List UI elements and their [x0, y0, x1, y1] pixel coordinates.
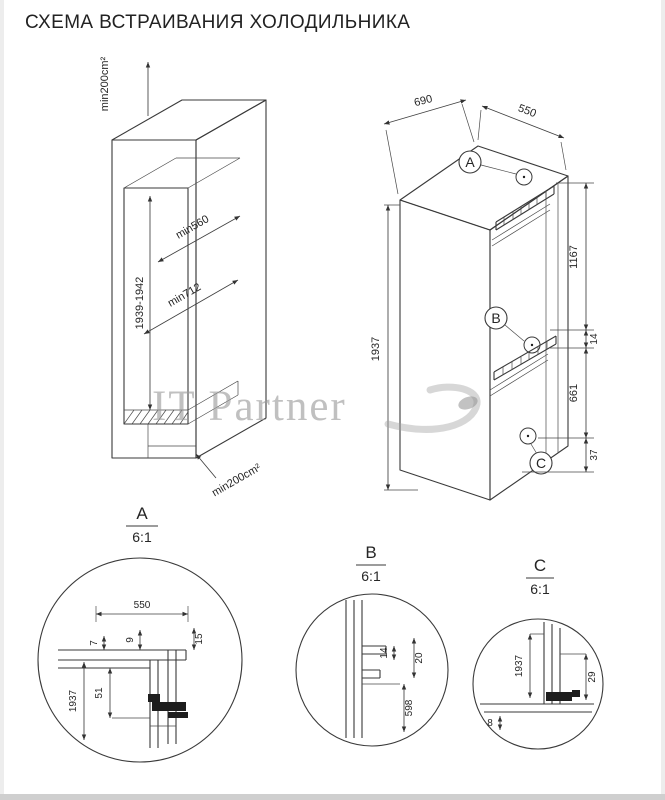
callout-c-circle [529, 451, 553, 475]
fastener-b-dot [530, 343, 534, 347]
detail-c-bubble [472, 618, 604, 750]
page-title: СХЕМА ВСТРАИВАНИЯ ХОЛОДИЛЬНИКА [25, 12, 410, 33]
detail-b-20: 20 [414, 652, 425, 664]
detail-b-bubble [295, 593, 449, 747]
bottom-dim: 37 [589, 449, 600, 461]
detail-c-1937: 1937 [514, 654, 525, 677]
upper-dim: 1167 [568, 245, 580, 269]
detail-b-598: 598 [404, 699, 415, 716]
width-dim: 690 [413, 93, 434, 109]
cabinet-drawing: 1939-1942 min560 min712 min200cm² min200… [99, 56, 267, 499]
detail-c: C 6:1 1937 29 8 [472, 556, 604, 750]
detail-a-seal-2 [148, 694, 160, 702]
depth-dim: 550 [516, 102, 537, 120]
height-dim-ext [384, 204, 418, 491]
detail-c-seal-2 [572, 690, 580, 697]
detail-c-seal [546, 692, 572, 701]
detail-b-14: 14 [379, 647, 390, 659]
fastener-b [523, 336, 541, 354]
fridge-drawing: A B C 690 550 1937 1167 14 661 37 [370, 93, 600, 501]
detail-c-scale: 6:1 [530, 581, 550, 597]
lower-dim: 661 [568, 384, 580, 402]
width-dim-line [383, 99, 467, 125]
depth-dim-line [481, 105, 565, 139]
fridge-top-face [399, 145, 569, 231]
detail-a-scale: 6:1 [132, 529, 152, 545]
callout-a-leader [480, 164, 517, 175]
detail-c-29: 29 [587, 671, 598, 683]
niche-depth-top-dim: min560 [174, 213, 211, 241]
width-dim-ext [385, 103, 475, 195]
cabinet-plinth [147, 424, 196, 458]
watermark-text: IT Partner [152, 383, 347, 430]
detail-c-wall-section [543, 622, 561, 704]
fridge-top-rail [491, 185, 555, 247]
cabinet-niche-ceiling [123, 157, 241, 189]
callout-b-leader [504, 324, 525, 342]
detail-a-bubble [37, 557, 243, 763]
fastener-a-dot [522, 175, 526, 179]
fastener-c [519, 427, 537, 445]
page-edge-bottom [0, 794, 665, 800]
right-dim-ticks [522, 182, 594, 473]
detail-a-51: 51 [94, 687, 105, 699]
detail-b-scale: 6:1 [361, 568, 381, 584]
niche-depth-top-dim-line [157, 215, 241, 263]
top-vent-label: min200cm² [99, 56, 111, 111]
detail-b-label: B [365, 543, 376, 562]
detail-b-bracket [362, 645, 387, 679]
detail-a-extra-lines [112, 717, 176, 727]
height-dim: 1937 [370, 337, 382, 361]
detail-c-ext [530, 633, 586, 655]
page-edge-left [0, 0, 4, 800]
fridge-door-lines [545, 183, 559, 461]
detail-c-label: C [534, 556, 546, 575]
detail-a-15: 15 [194, 633, 205, 645]
bottom-vent-arrow [195, 453, 217, 479]
cabinet-floor-hatch [123, 409, 189, 425]
callout-c-leader [530, 443, 538, 455]
callout-a-label: A [465, 154, 475, 170]
cabinet-niche-floor [124, 380, 239, 425]
callout-c-label: C [536, 455, 546, 471]
detail-a-panel-section [58, 649, 187, 669]
detail-a-7: 7 [89, 640, 100, 646]
detail-a-550: 550 [134, 600, 151, 611]
bottom-vent-label: min200cm² [210, 461, 263, 499]
depth-dim-ext [477, 109, 567, 171]
niche-height-dim: 1939-1942 [134, 277, 146, 330]
fridge-front-face [399, 199, 491, 501]
detail-b: B 6:1 14 20 598 [295, 543, 449, 747]
fastener-c-dot [526, 434, 530, 438]
niche-depth-mid-dim: min712 [166, 281, 203, 309]
callout-a-circle [458, 150, 482, 174]
detail-a-seal-3 [168, 712, 188, 718]
detail-b-wall-section [345, 600, 363, 738]
detail-a-seal [152, 702, 186, 711]
callout-b-label: B [491, 310, 500, 326]
cabinet-top-face [111, 99, 267, 141]
fridge-middle-rail [489, 335, 557, 397]
page-edge-right [661, 0, 665, 800]
detail-a-1937: 1937 [68, 689, 79, 712]
detail-c-8: 8 [487, 718, 493, 729]
detail-c-floor-section [480, 703, 594, 713]
watermark: IT Partner [152, 383, 481, 433]
watermark-comet [458, 396, 478, 410]
detail-a-9: 9 [125, 637, 136, 643]
watermark-swoosh [384, 383, 481, 433]
cabinet-side-face [195, 99, 267, 459]
gap-dim: 14 [589, 333, 600, 345]
detail-a: A 6:1 550 7 9 15 1937 51 [37, 504, 243, 763]
detail-a-label: A [136, 504, 148, 523]
niche-depth-mid-dim-line [143, 279, 239, 335]
callout-b-circle [484, 306, 508, 330]
fastener-a [515, 168, 533, 186]
